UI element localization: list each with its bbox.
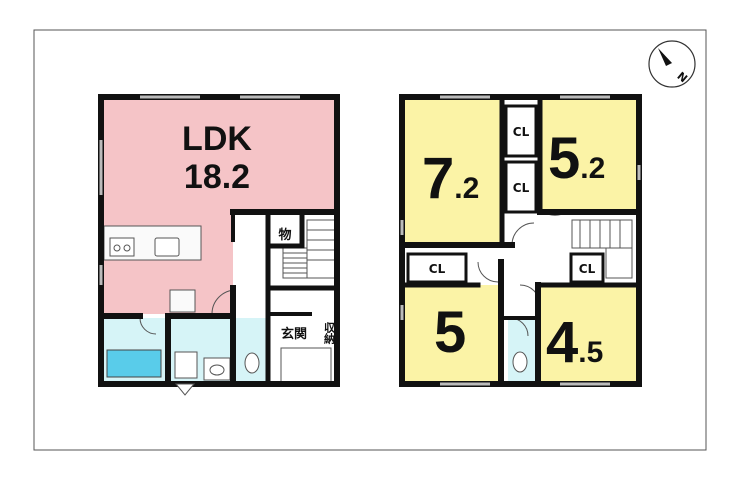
stairs-2f [571,219,633,279]
fridge-space [169,289,196,313]
floor-1: LDK 18.2 物 収納 玄関 [98,94,340,396]
closet-b-label: CL [513,181,530,195]
compass: N [648,40,696,88]
entrance-step [280,347,332,385]
closet-c-label: CL [429,262,446,276]
stove [109,237,135,257]
bedroom-4-5-area [540,285,639,384]
storage-label: 物 [278,227,291,243]
toilet-1f-area [236,318,266,384]
closet-storage-label: 収納 [323,322,336,345]
room-5-2-label: 5.2 [548,126,605,191]
entrance-door-marker [174,383,196,396]
room-7-2-label: 7.2 [422,146,479,211]
bedroom-5-2-area [542,97,639,212]
bedroom-5-area [402,285,499,384]
closet-d [569,252,605,284]
washbasin [174,351,198,379]
room-4-5-label: 4.5 [546,310,603,375]
washing-machine [203,357,231,381]
toilet-1f [244,352,260,374]
closet-a [504,104,538,158]
closet-c [406,252,468,284]
sink [154,237,180,257]
toilet-2f [512,351,528,373]
compass-ring [648,40,696,88]
entrance-label: 玄関 [281,326,307,342]
closet-d-label: CL [579,262,596,276]
bedroom-7-2-area [402,97,502,243]
compass-needle-icon [658,48,686,78]
floor-2: 7.2 5.2 5 4.5 CL CL CL CL [399,94,642,387]
stairs-1f [282,219,336,279]
room-4-5-main: 4 [546,310,578,375]
closet-a-label: CL [513,125,530,139]
room-7-2-main: 7 [422,146,454,211]
toilet-2f-area [508,318,536,384]
room-7-2-sub: .2 [454,172,479,205]
room-4-5-sub: .5 [578,336,603,369]
room-5-2-sub: .2 [580,152,605,185]
ldk-label: LDK [182,120,252,158]
room-5-2-main: 5 [548,126,580,191]
closet-b [504,160,538,214]
ldk-size: 18.2 [184,158,250,196]
room-5-main: 5 [434,300,466,365]
room-5-label: 5 [434,300,466,365]
bathtub [106,349,162,378]
